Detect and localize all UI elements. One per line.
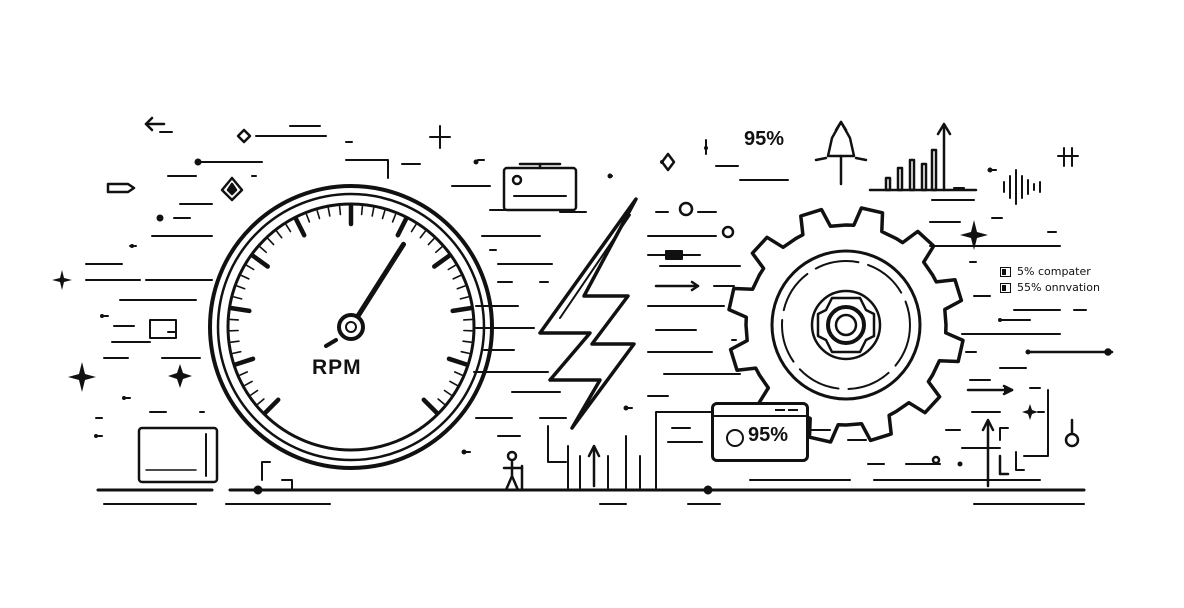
gauge-major-tick: [432, 253, 452, 269]
ground-lines: [96, 479, 1086, 505]
battery-icon: [106, 182, 136, 194]
gauge-minor-tick: [443, 389, 452, 396]
gauge-major-tick: [421, 397, 439, 415]
gauge-minor-tick: [259, 246, 268, 254]
gauge-minor-tick: [360, 205, 364, 216]
legend-item: 5% compater: [1000, 264, 1100, 280]
badge-percent-value: 95%: [748, 424, 789, 446]
gauge-minor-tick: [447, 264, 456, 271]
gear-icon: [727, 206, 965, 444]
person-icon: [502, 450, 524, 492]
gauge-minor-tick: [316, 210, 321, 220]
rocket-icon: [814, 120, 868, 186]
gauge-minor-tick: [338, 205, 342, 216]
gauge-major-tick: [293, 216, 307, 238]
gauge-minor-tick: [275, 230, 283, 239]
gauge-minor-tick: [233, 296, 243, 300]
gauge-minor-tick: [449, 380, 458, 387]
gauge-minor-tick: [427, 238, 435, 246]
gauge-minor-tick: [244, 380, 253, 387]
signal-icon: [1003, 169, 1041, 205]
gauge-major-tick: [250, 253, 270, 269]
gauge-major-tick: [450, 305, 473, 314]
gauge-minor-tick: [381, 210, 386, 220]
gauge-minor-tick: [236, 285, 246, 290]
gauge-minor-tick: [462, 318, 473, 321]
gauge-minor-tick: [453, 371, 463, 376]
lightning-bolt-icon: [538, 197, 638, 430]
gauge-minor-tick: [256, 398, 265, 405]
gauge-minor-tick: [267, 238, 275, 246]
gauge-minor-tick: [239, 371, 249, 376]
gauge-minor-tick: [434, 246, 443, 254]
gauge-minor-tick: [391, 213, 397, 223]
circuit-lines: [85, 125, 1087, 491]
badge-titlebar: [714, 405, 806, 417]
plus-icons: [429, 125, 1079, 167]
node-circles: [678, 201, 1080, 465]
gauge-major-tick: [446, 356, 469, 367]
gauge-minor-tick: [459, 296, 470, 300]
gauge-minor-tick: [419, 230, 427, 239]
checkbox-icon: [1000, 267, 1011, 277]
gauge-minor-tick: [456, 285, 466, 290]
legend-item: 55% onnvation: [1000, 280, 1100, 296]
legend-label: 55% onnvation: [1017, 281, 1100, 294]
gauge-major-tick: [233, 356, 256, 367]
gauge-major-tick: [263, 397, 281, 415]
arrow-icon: [144, 116, 1114, 488]
gauge-minor-tick: [462, 340, 472, 344]
gauge-minor-tick: [230, 340, 240, 344]
monitor-icon: [137, 426, 219, 484]
gauge-minor-tick: [452, 274, 462, 280]
rpm-gauge-icon: [208, 184, 494, 470]
gauge-minor-tick: [327, 207, 331, 217]
legend-label: 5% compater: [1017, 265, 1091, 278]
bar-chart-arrow-icon: [868, 122, 978, 192]
gauge-minor-tick: [410, 224, 417, 233]
gauge-minor-tick: [232, 350, 242, 355]
sparkle-icon: [52, 220, 1038, 420]
percent-badge: 95%: [711, 402, 809, 462]
gauge-minor-tick: [460, 350, 470, 355]
gauge-major-tick: [395, 216, 409, 238]
ring-icon: [726, 429, 744, 447]
gauge-ticks: [229, 203, 473, 415]
gauge-minor-tick: [246, 264, 255, 271]
top-percent-label: 95%: [744, 128, 785, 150]
gauge-minor-tick: [437, 398, 446, 405]
scatter-dots: [94, 146, 1031, 467]
resistor-icon: [647, 250, 701, 260]
checkbox-icon: [1000, 283, 1011, 293]
gauge-minor-tick: [240, 274, 250, 280]
diamond-icons: [220, 128, 676, 202]
gauge-major-tick: [229, 305, 252, 314]
image-icon: [149, 319, 177, 339]
gauge-minor-tick: [229, 318, 239, 321]
gauge-minor-tick: [285, 224, 292, 233]
rpm-label: RPM: [312, 356, 362, 379]
gauge-needle: [348, 241, 406, 330]
mini-legend: 5% compater 55% onnvation: [1000, 264, 1100, 296]
window-icon: [502, 162, 578, 212]
gauge-minor-tick: [305, 213, 311, 223]
gauge-minor-tick: [250, 389, 259, 396]
gauge-minor-tick: [371, 207, 375, 217]
